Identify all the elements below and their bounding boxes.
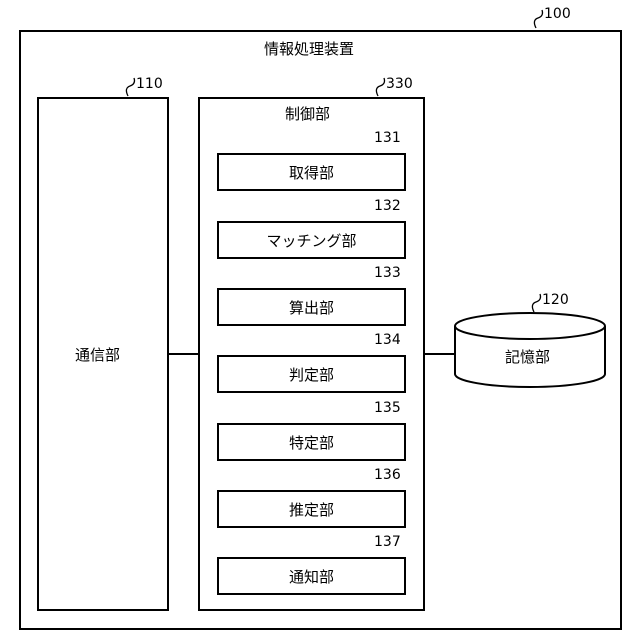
matching-unit: マッチング部	[217, 221, 406, 259]
ref-100: 100	[544, 6, 571, 22]
estimation-unit: 推定部	[217, 490, 406, 528]
ref-135: 135	[374, 400, 401, 416]
estimation-unit-label: 推定部	[289, 499, 334, 520]
acquisition-unit-label: 取得部	[289, 162, 334, 183]
ref-330: 330	[386, 76, 413, 92]
acquisition-unit: 取得部	[217, 153, 406, 191]
ref-136: 136	[374, 467, 401, 483]
identification-unit: 特定部	[217, 423, 406, 461]
ref-134: 134	[374, 332, 401, 348]
ref-120: 120	[542, 292, 569, 308]
device-title: 情報処理装置	[264, 38, 354, 59]
calculation-unit-label: 算出部	[289, 297, 334, 318]
ref-133: 133	[374, 265, 401, 281]
notification-unit-label: 通知部	[289, 566, 334, 587]
notification-unit: 通知部	[217, 557, 406, 595]
matching-unit-label: マッチング部	[266, 230, 356, 251]
communication-unit-label: 通信部	[75, 344, 120, 365]
storage-unit-label: 記憶部	[505, 346, 550, 367]
calculation-unit: 算出部	[217, 288, 406, 326]
identification-unit-label: 特定部	[289, 432, 334, 453]
ref-131: 131	[374, 130, 401, 146]
control-unit-label: 制御部	[285, 103, 330, 124]
ref-110: 110	[136, 76, 163, 92]
ref-100-leader	[534, 10, 542, 28]
ref-137: 137	[374, 534, 401, 550]
determination-unit: 判定部	[217, 355, 406, 393]
ref-132: 132	[374, 198, 401, 214]
determination-unit-label: 判定部	[289, 364, 334, 385]
